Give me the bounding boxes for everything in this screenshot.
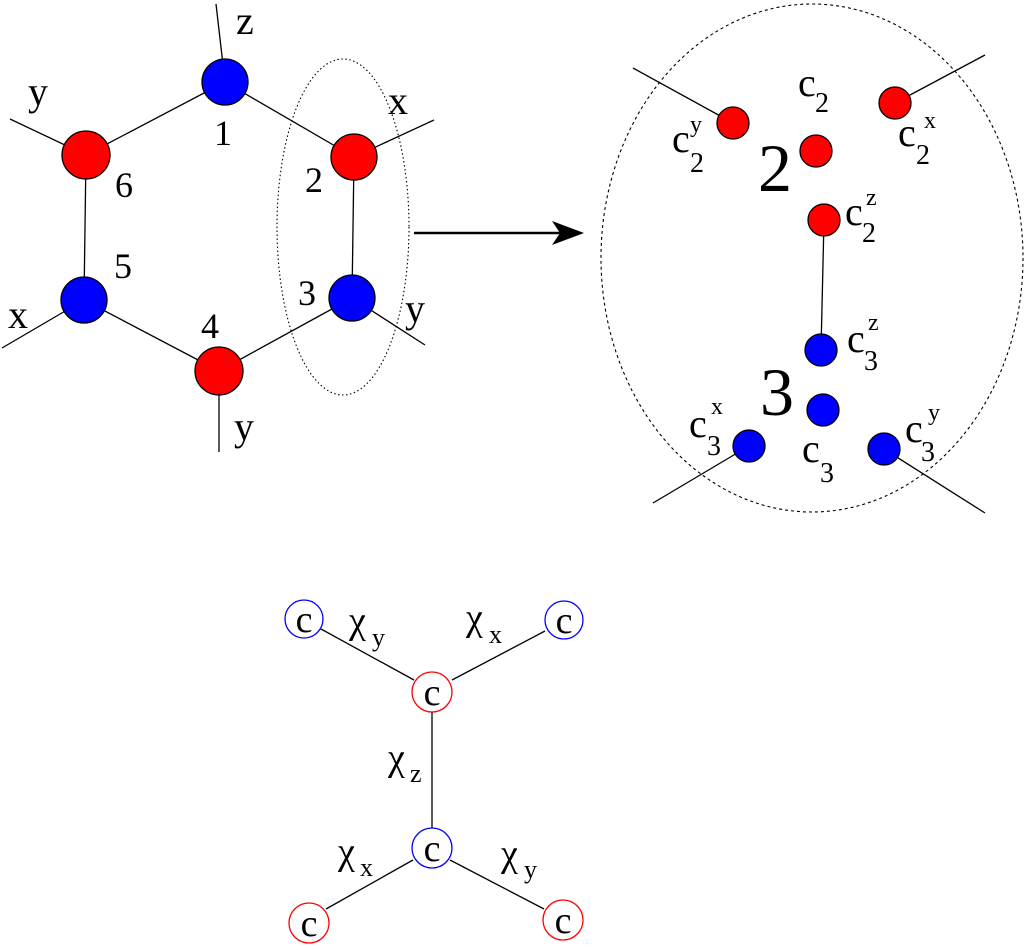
tree-node-top-right: c [544, 600, 584, 642]
majorana-c2z [807, 203, 841, 237]
site-number-1: 1 [214, 113, 232, 153]
svg-text:c: c [301, 903, 318, 945]
label-c3y: c 3 y [905, 400, 940, 468]
chi-label-lower-right: χ y [500, 833, 537, 884]
zoom-site-label-3: 3 [760, 354, 794, 430]
majorana-c2y [716, 106, 750, 140]
zoom-ellipse [600, 3, 1024, 513]
tree-edge-bottom-left [325, 859, 414, 910]
site-6 [61, 130, 111, 180]
site-4 [194, 346, 244, 396]
site-3 [328, 274, 376, 322]
chi-label-lower-left: χ x [337, 831, 373, 882]
leg-c2x [894, 54, 986, 104]
chi-label-upper-left: χ y [348, 600, 385, 652]
bond-label-3: y [405, 286, 425, 331]
leg-c2y [632, 67, 734, 124]
majorana-c2 [799, 134, 833, 168]
label-c3x: c 3 x [689, 394, 725, 462]
tree-edge-bottom-right [449, 859, 545, 910]
svg-text:c: c [424, 672, 441, 714]
majorana-c3 [806, 393, 840, 427]
majorana-c3y [867, 432, 901, 466]
bond-1-2 [224, 81, 355, 158]
label-c3: c 3 [802, 426, 834, 489]
site-number-2: 2 [305, 160, 323, 200]
label-c2y: c 2 y [672, 112, 708, 179]
site-5 [60, 276, 108, 324]
svg-text:c: c [555, 900, 572, 942]
tree-edge-top-left [320, 628, 415, 681]
bond-3-4 [218, 297, 353, 372]
zoom-panel: 2 3 c 2 y c 2 c 2 x c 2 z c 3 z c 3 [600, 3, 1024, 514]
bond-label-2: x [388, 78, 408, 123]
zoom-arrow [414, 221, 584, 245]
majorana-c2x [878, 86, 912, 120]
site-number-4: 4 [201, 306, 219, 346]
tree-edge-top-right [451, 630, 546, 681]
label-c2: c 2 [798, 60, 829, 119]
zoom-site-label-2: 2 [758, 130, 792, 206]
tree-node-lower-center: c [411, 827, 453, 870]
tree-node-bottom-left: c [288, 902, 330, 945]
svg-text:c: c [556, 600, 573, 642]
tree-node-upper-center: c [411, 671, 453, 714]
majorana-c3x [732, 429, 766, 463]
bond-label-1: z [236, 0, 254, 43]
tree-node-top-left: c [284, 599, 324, 641]
label-c2z: c 2 z [845, 185, 880, 249]
site-1 [201, 58, 249, 106]
site-2 [330, 133, 378, 181]
svg-text:c: c [296, 599, 313, 641]
bond-label-4: y [234, 404, 254, 449]
site-number-3: 3 [298, 273, 316, 313]
chi-label-upper-right: χ x [465, 597, 502, 649]
bond-6-1 [85, 81, 226, 156]
tree-panel: c c c c c c χ y χ x [284, 597, 584, 945]
chi-label-middle: χ z [387, 737, 422, 788]
bond-label-6: y [28, 69, 48, 114]
leg-c2z-c3z [820, 219, 825, 351]
leg-c3y [883, 448, 986, 514]
majorana-c3z [804, 333, 838, 367]
tree-node-bottom-right: c [542, 899, 584, 942]
bond-label-5: x [8, 292, 28, 337]
leg-c3x [652, 445, 750, 504]
label-c3z: c 3 z [847, 310, 882, 377]
site-number-6: 6 [115, 165, 133, 205]
site-number-5: 5 [114, 246, 132, 286]
hexagon-panel: 1 2 3 4 5 6 z x y y x y [1, 0, 435, 452]
svg-text:c: c [424, 828, 441, 870]
bond-4-5 [83, 299, 220, 372]
highlight-ellipse-2-3 [276, 58, 410, 396]
label-c2x: c 2 x [898, 108, 936, 171]
